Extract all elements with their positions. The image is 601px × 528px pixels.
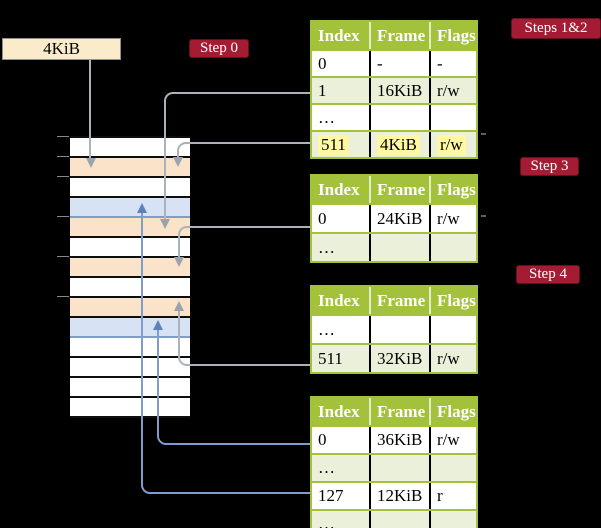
frame-size-label: 4KiB (2, 38, 121, 60)
table-cell: 1 (318, 80, 327, 100)
memory-frame-row (70, 158, 190, 178)
table-cell: … (318, 458, 335, 477)
memory-frame-row (70, 138, 190, 158)
table-row: … (312, 314, 476, 343)
memory-frame-row (70, 278, 190, 298)
table-cell (429, 455, 476, 481)
table-cell: - (369, 51, 429, 76)
table-cell: r/w (429, 132, 476, 157)
table-cell: … (318, 237, 335, 257)
table-cell: 36KiB (369, 427, 429, 453)
memory-frame-row (70, 198, 190, 218)
highlighted-value: 511 (318, 134, 349, 155)
column-header-index: Index (318, 290, 360, 310)
table-cell: 0 (318, 53, 327, 73)
column-header-flags: Flags (429, 287, 476, 314)
column-header-index: Index (318, 401, 360, 421)
table-cell: … (318, 107, 335, 127)
table-row: … (312, 232, 476, 261)
memory-tick (57, 296, 69, 297)
table-cell: 24KiB (369, 205, 429, 232)
table-cell: 4KiB (369, 132, 429, 157)
table-cell (429, 316, 476, 343)
memory-tick (57, 136, 69, 137)
column-header-frame: Frame (369, 398, 429, 425)
step-4-label: Step 4 (516, 265, 580, 284)
memory-frame-row (70, 218, 190, 238)
table-cell: 511 (318, 348, 343, 368)
memory-frame-row (70, 338, 190, 358)
table-cell: … (318, 319, 335, 339)
highlighted-value: 4KiB (377, 134, 420, 155)
table-row: 0 -- (312, 49, 476, 76)
table-cell: r/w (429, 427, 476, 453)
table-row: … (312, 453, 476, 481)
memory-frame-row (70, 378, 190, 398)
highlighted-value: r/w (437, 134, 466, 155)
memory-stack (70, 136, 190, 418)
table-cell: 32KiB (369, 345, 429, 372)
table-cell: 12KiB (369, 483, 429, 509)
memory-tick (57, 256, 69, 257)
table-cell (429, 105, 476, 130)
memory-frame-row (70, 358, 190, 378)
table-cell: r (429, 483, 476, 509)
table-cell (369, 455, 429, 481)
entry-pointer-dash (481, 215, 486, 217)
column-header-frame: Frame (369, 22, 429, 49)
table-cell: - (429, 51, 476, 76)
memory-frame-row (70, 318, 190, 338)
memory-tick (57, 176, 69, 177)
table-cell: r/w (429, 78, 476, 103)
table-cell: … (318, 514, 335, 528)
steps-1-2-label: Steps 1&2 (511, 18, 601, 39)
column-header-index: Index (318, 179, 360, 199)
column-header-flags: Flags (429, 176, 476, 203)
table-row: … (312, 103, 476, 130)
table-cell: r/w (429, 205, 476, 232)
column-header-index: Index (318, 25, 360, 45)
table-cell: 0 (318, 208, 327, 228)
memory-frame-row (70, 238, 190, 258)
memory-tick (57, 156, 69, 157)
table-cell (369, 105, 429, 130)
entry-pointer-dash (481, 133, 486, 135)
table-cell (369, 511, 429, 528)
table-row: … (312, 509, 476, 528)
memory-frame-row (70, 398, 190, 418)
table-cell: 511 (312, 132, 369, 157)
step-0-label: Step 0 (189, 39, 249, 58)
step-3-label: Step 3 (520, 157, 579, 176)
memory-frame-row (70, 298, 190, 318)
column-header-frame: Frame (369, 176, 429, 203)
table-cell: 16KiB (369, 78, 429, 103)
memory-tick (57, 216, 69, 217)
table-cell: 0 (318, 430, 327, 449)
column-header-flags: Flags (429, 22, 476, 49)
table-cell: 127 (318, 486, 344, 505)
column-header-frame: Frame (369, 287, 429, 314)
table-cell (369, 234, 429, 261)
table-cell (429, 234, 476, 261)
table-cell (369, 316, 429, 343)
table-row: 511 4KiB r/w (312, 130, 476, 157)
table-cell: r/w (429, 345, 476, 372)
memory-frame-row (70, 178, 190, 198)
memory-frame-row (70, 258, 190, 278)
table-cell (429, 511, 476, 528)
column-header-flags: Flags (429, 398, 476, 425)
